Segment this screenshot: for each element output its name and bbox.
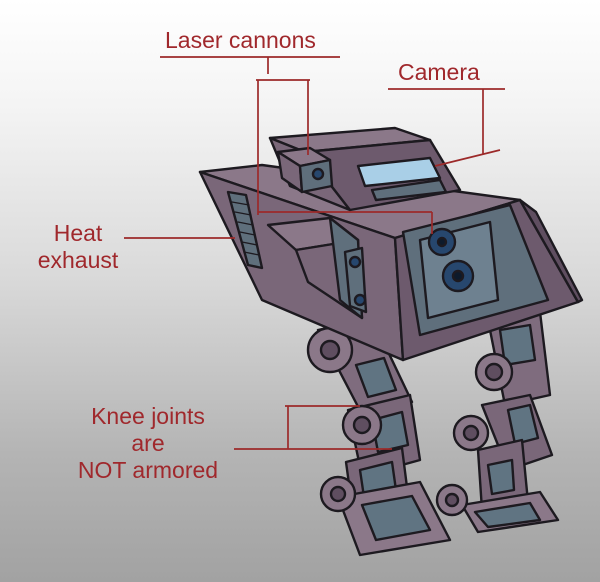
heat-exhaust-label-line1: Heat: [53, 220, 103, 246]
laser-cannons-label: Laser cannons: [165, 27, 316, 53]
heat-exhaust-vents: [226, 190, 264, 270]
heat-exhaust-label: Heat exhaust: [30, 220, 126, 274]
knee-joints-label-line1: Knee joints: [91, 403, 205, 429]
heat-exhaust-label-line2: exhaust: [37, 247, 119, 273]
laser-cannons-leader: [256, 57, 433, 234]
front-leg: [306, 316, 452, 557]
camera-label: Camera: [398, 59, 480, 85]
knee-joints-leader: [234, 405, 392, 450]
leader-lines: [124, 56, 505, 450]
knee-joints-label-line3: NOT armored: [77, 457, 219, 483]
camera-screen: [356, 156, 442, 188]
knee-joints-label: Knee joints are NOT armored: [58, 403, 238, 484]
knee-joints-label-line2: are: [131, 430, 165, 456]
camera-mount: [370, 178, 448, 202]
back-leg: [435, 310, 560, 534]
turret: [268, 126, 462, 212]
camera-leader: [434, 89, 501, 167]
